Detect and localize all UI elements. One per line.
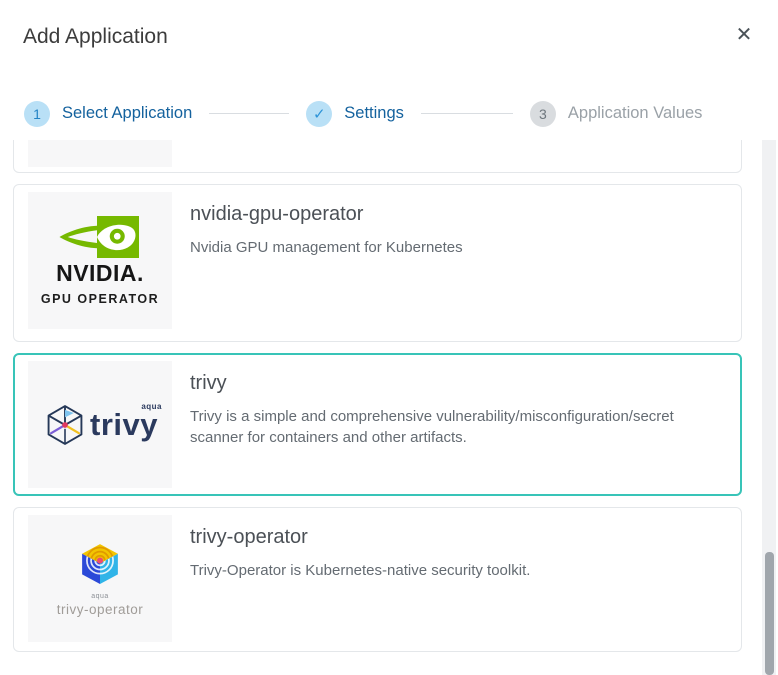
app-card-trivy[interactable]: trivy aqua trivy Trivy is a simple and c… <box>13 353 742 496</box>
app-description: Nvidia GPU management for Kubernetes <box>190 239 463 256</box>
step-1-circle: 1 <box>24 100 50 127</box>
trivy-hexagon-icon <box>47 404 83 445</box>
nvidia-subtitle-text: GPU OPERATOR <box>40 291 160 306</box>
scrollbar-thumb[interactable] <box>765 552 774 675</box>
step-connector <box>209 113 290 114</box>
aqua-vendor-text: aqua <box>91 592 109 600</box>
nvidia-gpu-operator-logo: NVIDIA. GPU OPERATOR <box>28 192 172 329</box>
step-1-label: Select Application <box>62 104 193 122</box>
step-3-circle: 3 <box>529 100 556 127</box>
app-name: nvidia-gpu-operator <box>190 203 364 225</box>
step-application-values[interactable]: 3 Application Values <box>529 100 703 127</box>
nvidia-brand-text: NVIDIA. <box>56 259 144 286</box>
step-select-application[interactable]: 1 Select Application <box>24 100 193 127</box>
trivy-wordmark: trivy aqua <box>90 401 162 442</box>
step-3-label: Application Values <box>567 104 703 122</box>
step-connector <box>420 113 513 114</box>
nvidia-eye-icon <box>59 215 139 258</box>
aqua-vendor-text: aqua <box>141 401 162 411</box>
app-thumbnail <box>28 140 172 167</box>
step-settings[interactable]: ✓ Settings <box>306 100 404 127</box>
check-icon: ✓ <box>306 100 333 127</box>
app-name: trivy-operator <box>190 526 308 548</box>
trivy-operator-logo: aqua trivy-operator <box>28 515 172 642</box>
step-2-label: Settings <box>344 104 404 122</box>
trivy-operator-cube-icon <box>82 543 118 584</box>
page-title: Add Application <box>23 25 168 48</box>
close-icon[interactable]: ✕ <box>735 23 753 46</box>
application-list: NVIDIA. GPU OPERATOR nvidia-gpu-operator… <box>0 140 762 675</box>
scrollbar-track[interactable] <box>762 140 776 675</box>
trivy-operator-wordmark: trivy-operator <box>56 601 144 617</box>
app-description: Trivy-Operator is Kubernetes-native secu… <box>190 562 531 579</box>
app-description: Trivy is a simple and comprehensive vuln… <box>190 408 674 446</box>
app-card-partial[interactable] <box>13 140 742 173</box>
app-card-nvidia-gpu-operator[interactable]: NVIDIA. GPU OPERATOR nvidia-gpu-operator… <box>13 184 742 342</box>
wizard-stepper: 1 Select Application ✓ Settings 3 Applic… <box>24 100 702 127</box>
trivy-logo: trivy aqua <box>28 361 172 488</box>
app-name: trivy <box>190 372 227 394</box>
app-card-trivy-operator[interactable]: aqua trivy-operator trivy-operator Trivy… <box>13 507 742 652</box>
